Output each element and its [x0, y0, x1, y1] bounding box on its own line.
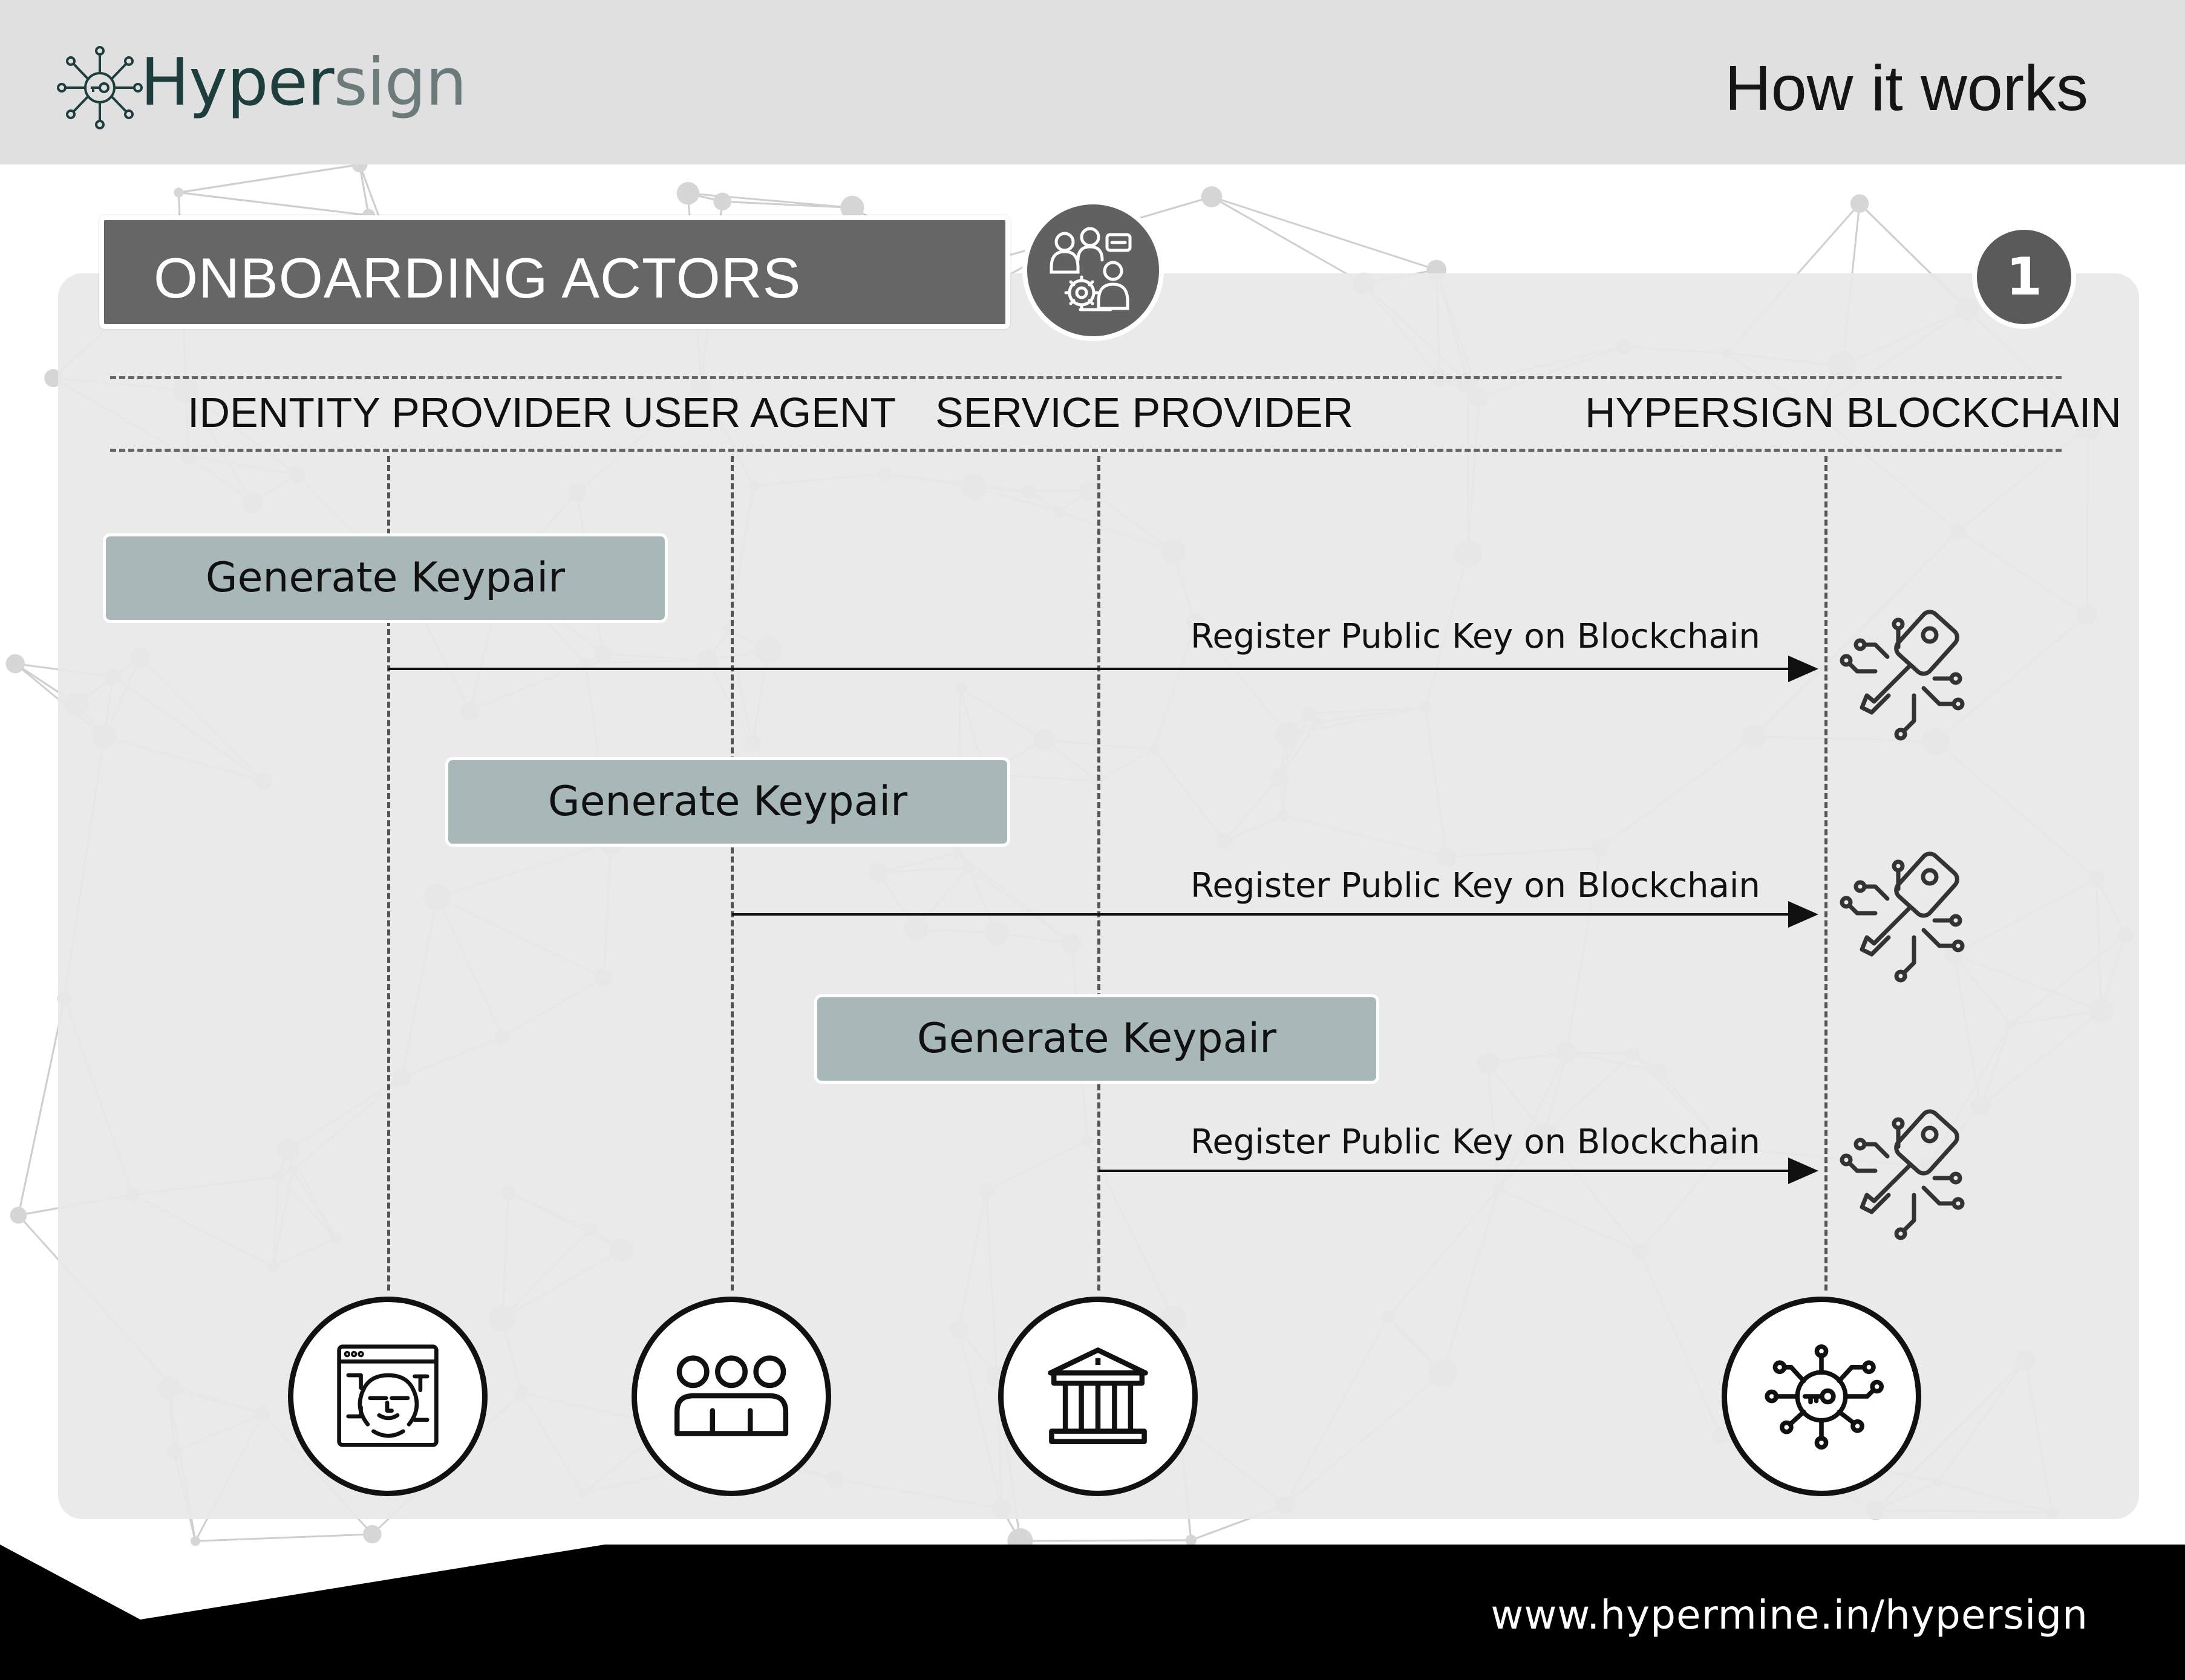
network-node	[10, 1206, 27, 1224]
footer-url: www.hypermine.in/hypersign	[1491, 1592, 2088, 1638]
column-hypersign-blockchain: HYPERSIGN BLOCKCHAIN	[1585, 389, 2121, 436]
network-line	[722, 200, 852, 209]
hypersign-logo-icon	[57, 46, 143, 129]
lifeline-identity-provider	[387, 456, 390, 1291]
network-line	[358, 164, 370, 216]
column-identity-provider: IDENTITY PROVIDER	[188, 389, 613, 436]
network-line	[178, 163, 360, 194]
generate-keypair-box: Generate Keypair	[814, 994, 1379, 1084]
register-key-label: Register Public Key on Blockchain	[1190, 1122, 1760, 1162]
network-node	[174, 187, 184, 198]
network-line	[178, 191, 369, 217]
lifeline-user-agent	[731, 456, 734, 1291]
page-title: How it works	[1725, 53, 2088, 124]
brand-name: Hypersign	[140, 45, 467, 120]
network-node	[5, 654, 25, 674]
network-line	[18, 998, 66, 1216]
key-circuit-icon	[1840, 851, 1965, 983]
blockchain-network-icon	[1722, 1297, 1921, 1496]
bank-building-icon	[998, 1297, 1198, 1496]
identity-provider-icon	[288, 1297, 488, 1496]
register-key-label: Register Public Key on Blockchain	[1190, 617, 1760, 656]
network-line	[1211, 196, 1364, 284]
header-bar	[0, 0, 2185, 164]
key-circuit-icon	[1840, 610, 1965, 741]
register-key-arrow	[388, 668, 1791, 670]
step-badge: 1	[1972, 225, 2076, 329]
column-user-agent: USER AGENT	[623, 389, 897, 436]
network-line	[1020, 1539, 1191, 1542]
network-line	[1211, 195, 1437, 271]
brand-name-prefix: Hyper	[140, 45, 335, 120]
register-key-arrow	[732, 913, 1791, 916]
header-divider-bottom	[110, 449, 2062, 452]
network-node	[363, 1525, 382, 1544]
network-node	[190, 1536, 201, 1546]
network-node	[676, 181, 700, 205]
lifeline-hypersign-blockchain	[1824, 456, 1827, 1291]
register-key-arrow	[1099, 1170, 1791, 1172]
network-node	[713, 192, 731, 210]
network-node	[1185, 1534, 1197, 1546]
network-node	[840, 195, 864, 220]
header-divider-top	[110, 376, 2062, 379]
team-settings-icon	[1022, 200, 1164, 341]
section-title-text: ONBOARDING ACTORS	[154, 246, 802, 310]
user-group-icon	[632, 1297, 831, 1496]
network-node	[1850, 194, 1869, 213]
arrow-head-icon	[1788, 656, 1818, 682]
register-key-label: Register Public Key on Blockchain	[1190, 866, 1760, 905]
network-node	[351, 163, 368, 173]
brand-name-suffix: sign	[333, 45, 467, 120]
column-service-provider: SERVICE PROVIDER	[935, 389, 1354, 436]
network-node	[44, 369, 63, 388]
key-circuit-icon	[1840, 1109, 1965, 1240]
network-node	[1201, 186, 1223, 207]
network-line	[195, 1533, 373, 1542]
network-line	[688, 192, 852, 209]
generate-keypair-box: Generate Keypair	[103, 533, 668, 623]
arrow-head-icon	[1788, 901, 1818, 928]
arrow-head-icon	[1788, 1157, 1818, 1184]
generate-keypair-box: Generate Keypair	[445, 757, 1010, 847]
footer-bar	[0, 1545, 2185, 1680]
lifeline-service-provider	[1097, 456, 1100, 1291]
section-title: ONBOARDING ACTORS	[99, 215, 1010, 329]
